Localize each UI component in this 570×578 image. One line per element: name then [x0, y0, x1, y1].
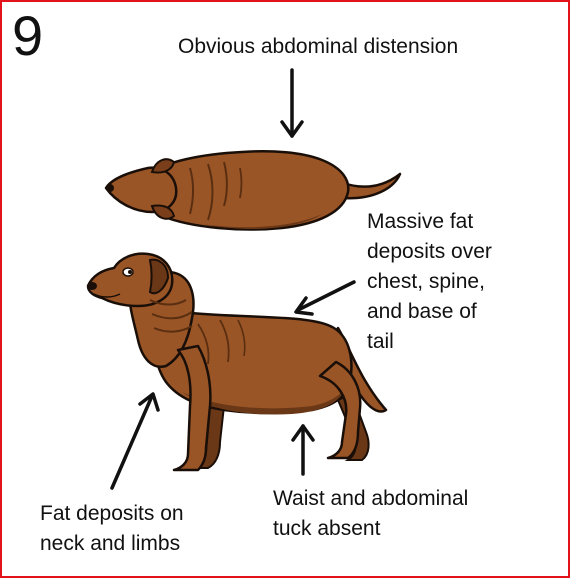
dog-side-back-leg	[318, 360, 362, 460]
label-fat-deposits-chest-spine: Massive fat deposits over chest, spine, …	[367, 207, 492, 357]
label-line: neck and limbs	[40, 532, 181, 555]
arrow-fat-deposits-neck	[110, 392, 160, 490]
label-waist-tuck-absent: Waist and abdominal tuck absent	[273, 484, 468, 544]
label-line: Waist and abdominal	[273, 487, 469, 510]
dog-top-body	[148, 150, 350, 231]
label-line: tail	[367, 330, 394, 353]
label-line: Massive fat	[367, 210, 474, 233]
dog-side-view	[86, 252, 388, 472]
label-line: chest, spine,	[367, 270, 485, 293]
arrow-fat-deposits-spine	[294, 280, 356, 316]
dog-top-head	[104, 166, 178, 214]
dog-top-view	[104, 150, 402, 231]
arrow-abdominal-distension	[280, 68, 304, 138]
label-line: Obvious abdominal distension	[178, 35, 459, 58]
arrow-waist-tuck	[291, 424, 315, 476]
dog-side-front-leg	[172, 344, 212, 472]
score-number: 9	[12, 4, 44, 67]
label-fat-deposits-neck-limbs: Fat deposits on neck and limbs	[40, 499, 184, 559]
label-line: and base of	[367, 300, 477, 323]
label-abdominal-distension: Obvious abdominal distension	[178, 32, 458, 62]
label-line: tuck absent	[273, 517, 381, 540]
dog-top-tail	[338, 172, 402, 200]
label-line: Fat deposits on	[40, 502, 184, 525]
label-line: deposits over	[367, 240, 492, 263]
